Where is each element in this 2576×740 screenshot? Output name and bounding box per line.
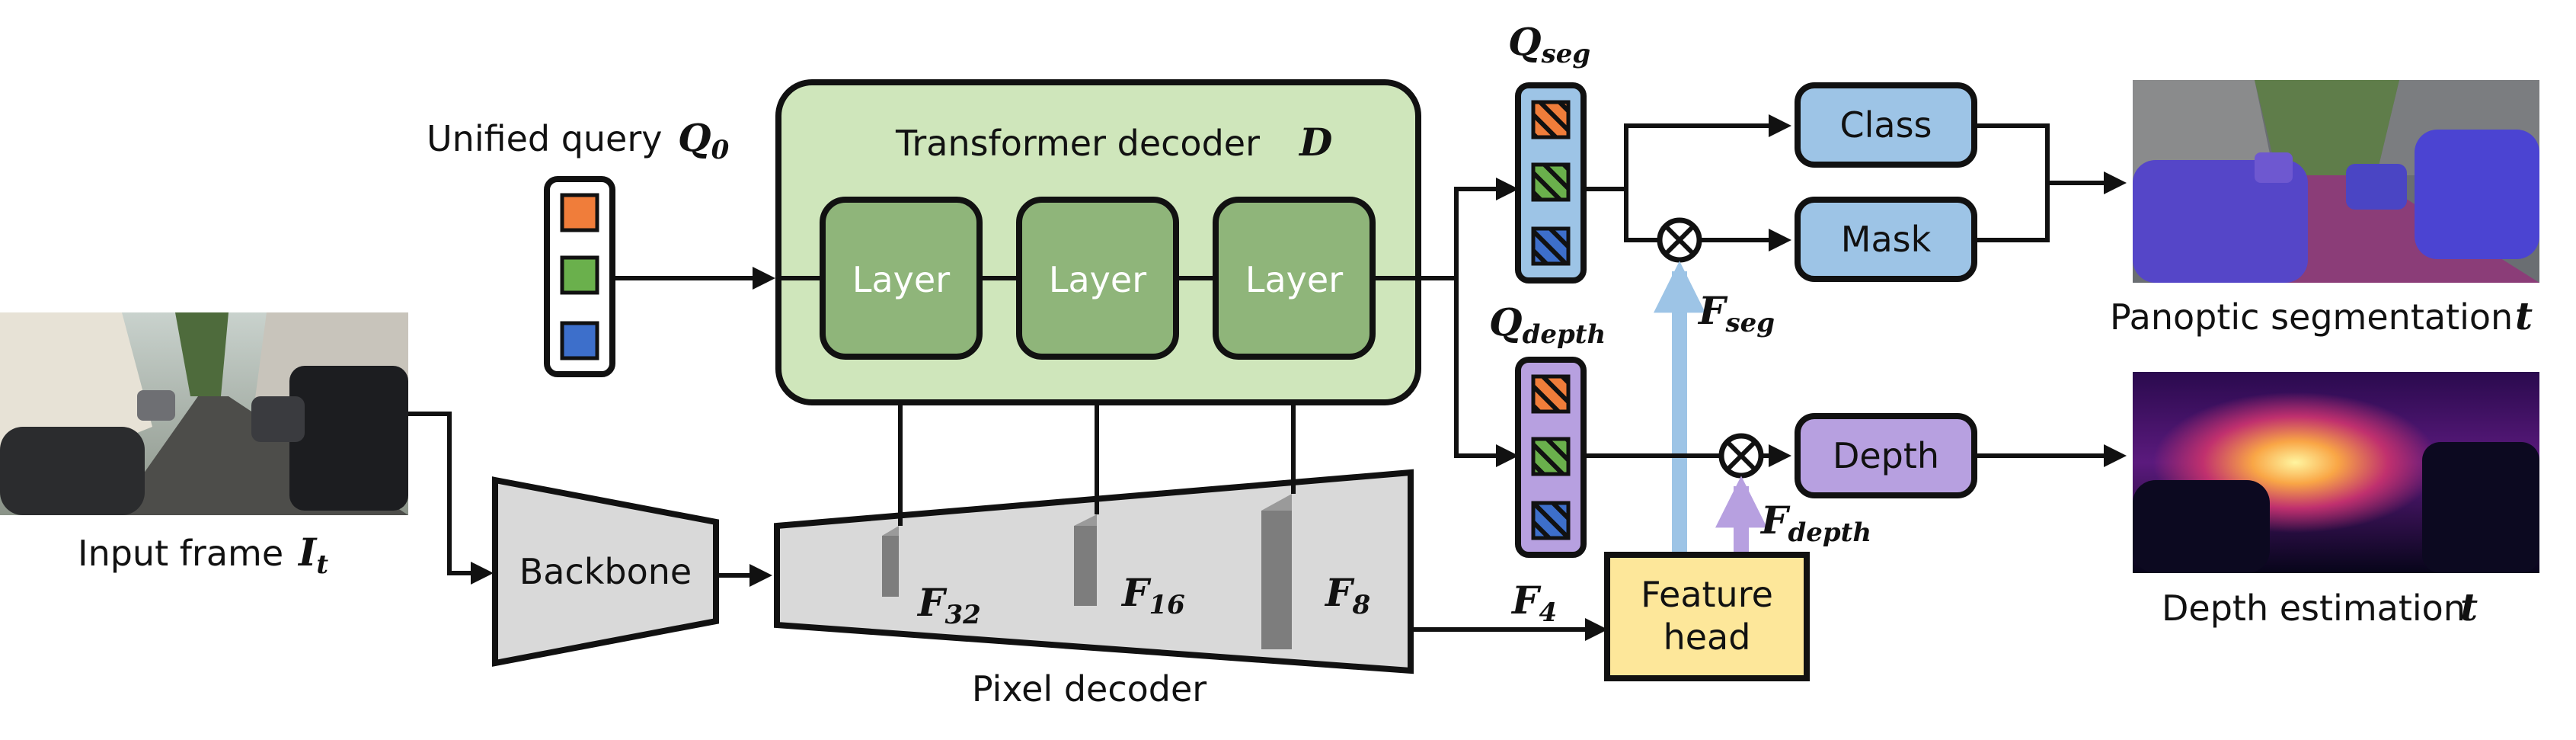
depth-map [2133,372,2539,573]
query-token-green [560,255,599,295]
panoptic-t-symbol: t [2515,293,2533,338]
arrow-icon [1418,178,1519,280]
input-frame-symbol: It [297,530,328,580]
depth-estimation-label: Depth estimation [2162,588,2466,629]
input-frame-image [0,312,408,515]
fdepth-symbol: Fdepth [1759,498,1871,548]
pixel-decoder-label: Pixel decoder [972,668,1207,710]
query-token-blue [560,321,599,360]
class-label: Class [1839,104,1932,146]
fseg-symbol: Fseg [1697,288,1775,338]
f8-symbol: F8 [1324,570,1370,620]
depth-estimation-t-symbol: t [2460,585,2478,629]
segmentation-map [2133,80,2539,283]
transformer-decoder-symbol: D [1298,120,1332,165]
q0-symbol: Q0 [678,115,730,165]
f32-symbol: F32 [916,580,981,630]
connector [1974,123,2050,242]
layer-label-2: Layer [1049,259,1146,300]
f8-feature-map [1261,494,1292,649]
f32-feature-map [882,526,899,597]
depth-label: Depth [1833,435,1939,476]
panoptic-label: Panoptic segmentation [2110,296,2513,338]
qseg-symbol: Qseg [1508,19,1590,69]
qdepth-symbol: Qdepth [1489,300,1606,350]
qdepth-token-orange [1531,374,1571,414]
f16-feature-map [1074,514,1097,606]
feature-head-block [1604,552,1810,681]
backbone-label: Backbone [519,551,692,592]
f4-symbol: F4 [1510,578,1557,628]
f16-symbol: F16 [1120,570,1185,620]
otimes-icon-stroke [1725,440,1757,472]
qseg-token-orange [1531,100,1571,139]
arrow-icon [408,412,494,585]
qdepth-token-green [1531,437,1571,476]
feature-head-label-1: Feature [1641,574,1773,615]
connector [1624,189,1659,242]
qseg-token-blue [1531,226,1571,266]
unified-query-label: Unified query [427,118,663,159]
qdepth-token-blue [1531,501,1571,540]
layer-label-1: Layer [852,259,950,300]
mask-label: Mask [1841,219,1932,260]
query-token-orange [560,193,599,232]
layer-label-3: Layer [1245,259,1343,300]
qseg-token-green [1531,162,1571,202]
feature-head-label-2: head [1664,617,1751,658]
input-frame-label: Input frame [78,533,283,574]
arrow-icon [1454,278,1519,467]
backbone-block [492,476,719,667]
arrow-icon [1584,114,1791,191]
otimes-icon-stroke [1664,224,1695,256]
transformer-decoder-label: Transformer decoder [895,123,1260,164]
